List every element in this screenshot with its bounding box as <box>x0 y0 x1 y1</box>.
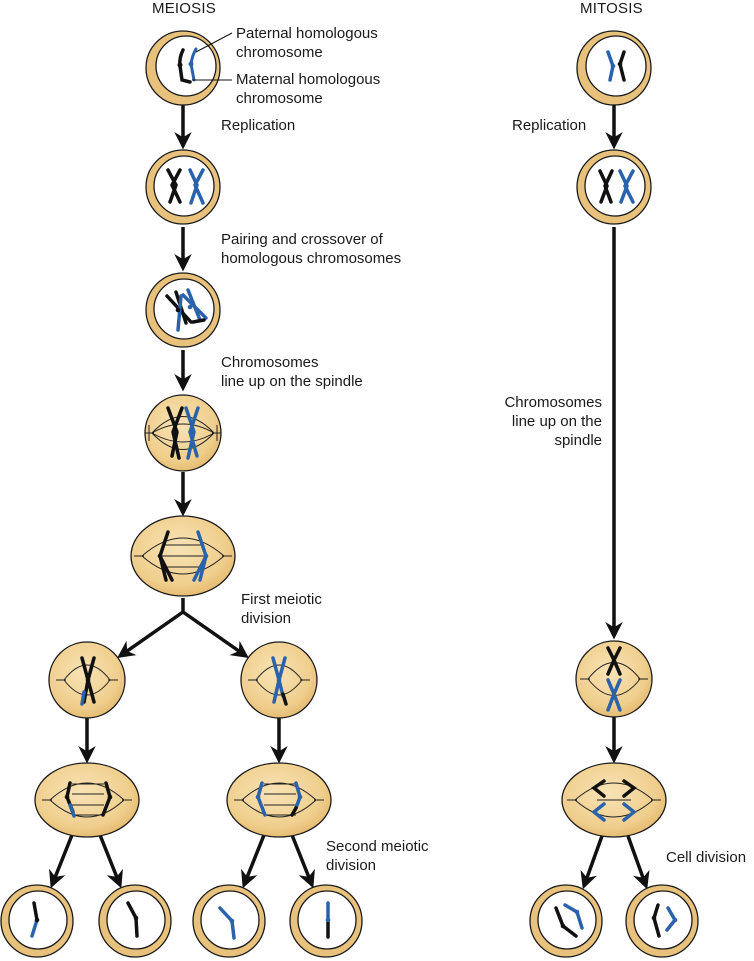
meiosis-gamete-2 <box>98 884 172 958</box>
mitosis-cell-anaphase <box>561 762 667 838</box>
mitosis-daughter-cell-2 <box>625 884 699 958</box>
arrow-cell-division-right <box>626 835 650 890</box>
mitosis-line-up-label: Chromosomes line up on the spindle <box>504 394 602 449</box>
meiosis-cell-anaphase-2-right <box>226 762 332 838</box>
mitosis-replication-label: Replication <box>512 117 587 134</box>
mitosis-cell-initial <box>576 30 652 106</box>
meiosis-cell-metaphase-2-left <box>48 641 126 719</box>
mitosis-cell-metaphase <box>575 640 653 718</box>
maternal-callout-label: Maternal homologous chromosome <box>236 71 381 107</box>
arrow-second-division-1 <box>49 834 74 889</box>
meiosis-gamete-3 <box>192 884 266 958</box>
meiosis-arrows <box>49 104 315 889</box>
callout-line-paternal <box>195 32 233 53</box>
meiosis-replication-label: Replication <box>221 117 296 134</box>
paternal-callout-label: Paternal homologous chromosome <box>236 25 378 61</box>
meiosis-cell-metaphase-2-right <box>240 641 318 719</box>
meiosis-title: MEIOSIS <box>152 0 216 17</box>
meiosis-cell-anaphase-2-left <box>34 762 140 838</box>
mitosis-title: MITOSIS <box>580 0 643 17</box>
meiosis-cell-metaphase-1 <box>144 394 222 472</box>
arrow-second-division-2 <box>98 834 123 889</box>
pairing-crossover-label: Pairing and crossover of homologous chro… <box>221 231 402 267</box>
arrow-cell-division-left <box>580 835 604 890</box>
mitosis-cell-replicated <box>576 149 652 225</box>
arrow-second-division-3 <box>241 834 266 889</box>
meiosis-gamete-1 <box>0 884 74 958</box>
arrow-first-division-left <box>117 610 185 659</box>
mitosis-daughter-cell-1 <box>529 884 603 958</box>
meiosis-gamete-4 <box>289 884 363 958</box>
meiosis-cell-anaphase-1 <box>130 515 236 597</box>
cell-division-label: Cell division <box>666 849 747 866</box>
arrow-first-division-right <box>181 610 249 659</box>
second-meiotic-division-label: Second meiotic division <box>326 838 429 874</box>
mitosis-arrows <box>580 104 650 890</box>
first-meiotic-division-label: First meiotic division <box>241 591 322 627</box>
meiosis-line-up-label: Chromosomes line up on the spindle <box>221 354 363 390</box>
meiosis-cell-initial <box>145 30 221 106</box>
arrow-second-division-4 <box>290 834 315 889</box>
meiosis-cell-crossover <box>145 272 221 348</box>
meiosis-cell-replicated <box>145 149 221 225</box>
